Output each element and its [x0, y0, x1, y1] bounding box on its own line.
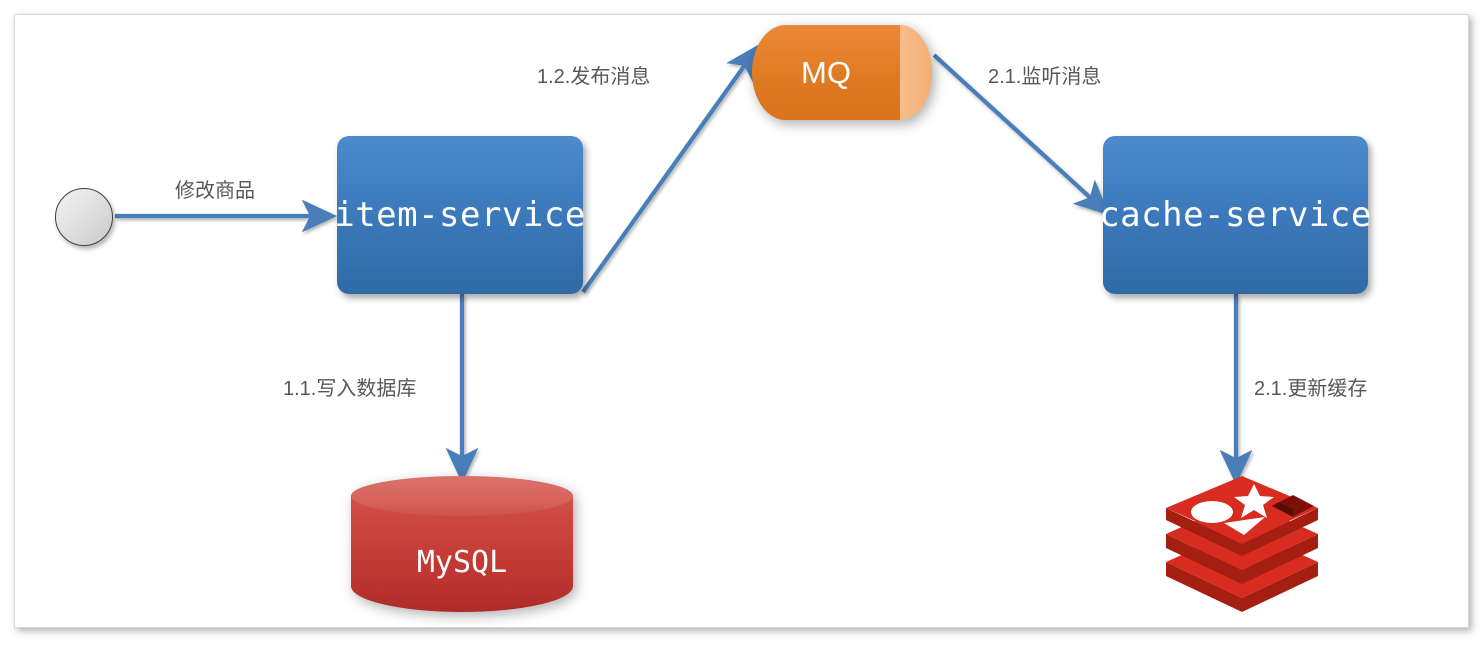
edge-label-publish-message: 1.2.发布消息	[537, 66, 651, 88]
node-redis[interactable]	[1162, 476, 1322, 612]
mq-cylinder-body	[752, 25, 900, 120]
node-item-service[interactable]: item-service	[334, 136, 586, 294]
edge-label-write-database: 1.1.写入数据库	[283, 378, 417, 400]
mq-label: MQ	[801, 54, 851, 90]
node-cache-service[interactable]: cache-service	[1099, 136, 1371, 294]
node-mysql[interactable]: MySQL	[351, 476, 573, 612]
cache-service-label: cache-service	[1099, 195, 1372, 235]
edge-label-update-cache: 2.1.更新缓存	[1254, 378, 1368, 400]
node-mq[interactable]: MQ	[752, 25, 932, 120]
edge-label-listen-message: 2.1.监听消息	[988, 66, 1102, 88]
redis-logo-icon	[1166, 476, 1318, 612]
start-node[interactable]	[55, 188, 113, 246]
edge-label-modify-product: 修改商品	[175, 180, 255, 202]
mysql-cylinder-top	[351, 476, 573, 516]
item-service-label: item-service	[334, 195, 586, 235]
mysql-label: MySQL	[416, 544, 508, 580]
